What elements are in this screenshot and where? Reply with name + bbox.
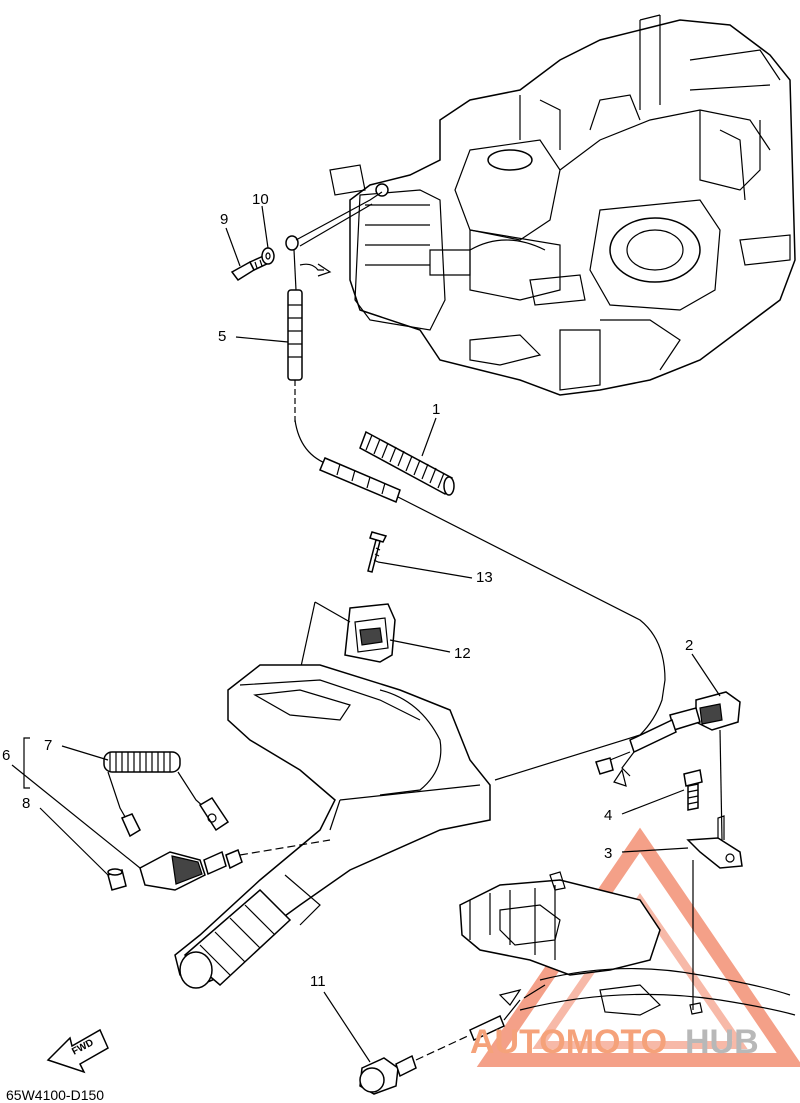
watermark-text-secondary: HUB: [685, 1023, 759, 1061]
stop-switch-part-6: [139, 839, 331, 891]
throttle-cable: [294, 419, 666, 781]
lanyard-part-7: [103, 751, 230, 838]
lower-housing: [459, 871, 796, 1016]
callout-4: 4: [604, 807, 612, 824]
callout-5: 5: [218, 328, 226, 345]
bolt-part-4: [683, 769, 703, 811]
spring-sleeve-part-1: [359, 430, 455, 496]
callout-13: 13: [476, 569, 493, 586]
callout-10: 10: [252, 191, 269, 208]
bracket-mount-lines: [692, 729, 723, 1010]
bracket-part-12: [291, 601, 396, 709]
engine-block: [329, 14, 796, 396]
callout-3: 3: [604, 845, 612, 862]
callout-8: 8: [22, 795, 30, 812]
callout-1: 1: [432, 401, 440, 418]
callout-9: 9: [220, 211, 228, 228]
callout-2: 2: [685, 637, 693, 654]
bracket-part-3: [686, 815, 743, 869]
cable-sleeve-part-5: [287, 289, 303, 425]
diagram-code: 65W4100-D150: [6, 1087, 104, 1103]
screw-part-13: [367, 531, 388, 573]
tiller-handle: [174, 664, 491, 989]
callout-12: 12: [454, 645, 471, 662]
cap-part-8: [107, 868, 127, 891]
callout-7: 7: [44, 737, 52, 754]
washer-part-10: [261, 247, 275, 265]
switch-part-11: [359, 984, 546, 1095]
fwd-arrow-icon: [46, 1028, 109, 1074]
callout-11: 11: [310, 973, 326, 990]
leader-lines: [11, 205, 721, 1063]
callout-6: 6: [2, 747, 10, 764]
switch-part-2: [595, 691, 741, 787]
watermark-text-primary: AUTOMOTO: [470, 1023, 667, 1061]
wire-clamp: [285, 191, 383, 291]
